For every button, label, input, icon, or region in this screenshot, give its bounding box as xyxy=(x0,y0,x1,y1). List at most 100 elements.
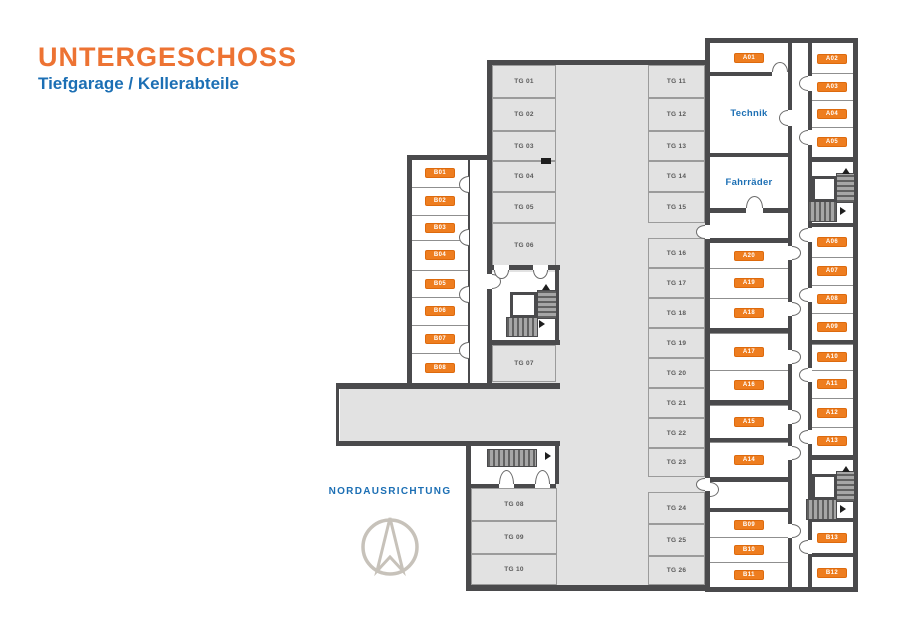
door-opening xyxy=(788,110,792,126)
compartment-badge: B02 xyxy=(425,196,455,206)
parking-spot: TG 13 xyxy=(648,131,705,161)
wall xyxy=(853,38,858,592)
room-divider xyxy=(812,427,853,428)
compartment-badge: A11 xyxy=(817,379,847,389)
door-opening xyxy=(533,265,548,270)
room-label-fahrraeder: Fahrräder xyxy=(725,177,773,188)
room-divider xyxy=(710,442,788,443)
wall xyxy=(812,223,853,227)
parking-spot: TG 15 xyxy=(648,192,705,223)
stair-direction-arrow xyxy=(842,464,850,472)
wall xyxy=(336,441,560,446)
parking-spot: TG 07 xyxy=(492,345,556,382)
door-opening xyxy=(772,72,788,76)
wall xyxy=(407,155,412,388)
compartment-badge: B01 xyxy=(425,167,455,178)
garage-floor xyxy=(340,388,492,441)
stair-direction-arrow xyxy=(840,505,848,513)
wall xyxy=(468,160,470,383)
door-opening xyxy=(808,368,812,382)
compartment-badge: A09 xyxy=(817,321,847,332)
door-arc xyxy=(792,410,801,424)
room-divider xyxy=(412,270,468,271)
parking-spot: TG 10 xyxy=(471,554,557,585)
compartment-badge: B10 xyxy=(734,544,764,555)
door-opening xyxy=(808,130,812,145)
north-orientation-label: NORDAUSRICHTUNG xyxy=(328,486,452,497)
wall xyxy=(812,553,853,557)
parking-spot: TG 26 xyxy=(648,556,705,585)
door-arc xyxy=(779,110,788,126)
wall xyxy=(710,508,788,512)
compartment-badge: B06 xyxy=(425,306,455,316)
door-opening xyxy=(808,76,812,91)
parking-spot: TG 17 xyxy=(648,268,705,298)
room-divider xyxy=(710,268,788,269)
parking-spot: TG 16 xyxy=(648,238,705,268)
door-opening xyxy=(705,225,710,239)
wall xyxy=(812,518,853,522)
elevator-icon xyxy=(812,176,837,202)
parking-spot: TG 06 xyxy=(492,223,556,268)
north-compass-icon xyxy=(361,517,419,577)
stair-direction-arrow xyxy=(539,320,547,328)
door-opening xyxy=(788,302,792,316)
compartment-badge: B09 xyxy=(734,519,764,530)
room-divider xyxy=(812,73,853,74)
wall xyxy=(710,72,788,76)
compartment-badge: A02 xyxy=(817,54,847,64)
wall xyxy=(466,441,471,591)
wall xyxy=(808,43,812,587)
door-arc xyxy=(792,524,801,538)
door-arc xyxy=(799,540,808,554)
wall xyxy=(812,340,853,344)
wall xyxy=(336,383,560,389)
room-divider xyxy=(710,562,788,563)
stairs-icon xyxy=(506,317,538,337)
parking-spot: TG 12 xyxy=(648,98,705,131)
door-arc xyxy=(799,76,808,91)
compartment-badge: A15 xyxy=(734,416,764,427)
door-arc xyxy=(459,342,469,359)
door-arc xyxy=(772,62,788,72)
stair-direction-arrow xyxy=(842,166,850,174)
parking-spot: TG 23 xyxy=(648,448,705,477)
room-divider xyxy=(812,127,853,128)
wall xyxy=(407,155,490,160)
room-divider xyxy=(812,313,853,314)
compartment-badge: B05 xyxy=(425,278,455,289)
wall xyxy=(555,265,559,345)
door-arc xyxy=(799,430,808,444)
parking-spot: TG 20 xyxy=(648,358,705,388)
compartment-badge: A18 xyxy=(734,308,764,318)
door-opening xyxy=(808,430,812,444)
compartment-badge: A16 xyxy=(734,380,764,390)
door-opening xyxy=(487,274,492,289)
wall xyxy=(705,38,710,592)
compartment-badge: A04 xyxy=(817,108,847,119)
compartment-badge: B13 xyxy=(817,532,847,543)
parking-spot: TG 02 xyxy=(492,98,556,131)
compartment-badge: B11 xyxy=(734,570,764,580)
door-arc xyxy=(799,228,808,242)
parking-spot: TG 11 xyxy=(648,65,705,98)
door-arc xyxy=(799,130,808,145)
door-arc xyxy=(799,288,808,302)
door-opening xyxy=(788,350,792,364)
parking-spot: TG 04 xyxy=(492,161,556,192)
parking-spot: TG 21 xyxy=(648,388,705,418)
parking-spot: TG 01 xyxy=(492,65,556,98)
elevator-icon xyxy=(812,474,837,500)
stairs-icon xyxy=(806,499,837,520)
room-divider xyxy=(710,537,788,538)
door-arc xyxy=(792,246,801,260)
compartment-badge: A10 xyxy=(817,352,847,362)
compartment-badge: A20 xyxy=(734,250,764,261)
compartment-badge: A08 xyxy=(817,294,847,304)
wall xyxy=(555,446,559,484)
stair-direction-arrow xyxy=(545,452,553,460)
compartment-badge: A01 xyxy=(734,52,764,63)
door-opening xyxy=(808,228,812,242)
door-opening xyxy=(705,478,710,491)
